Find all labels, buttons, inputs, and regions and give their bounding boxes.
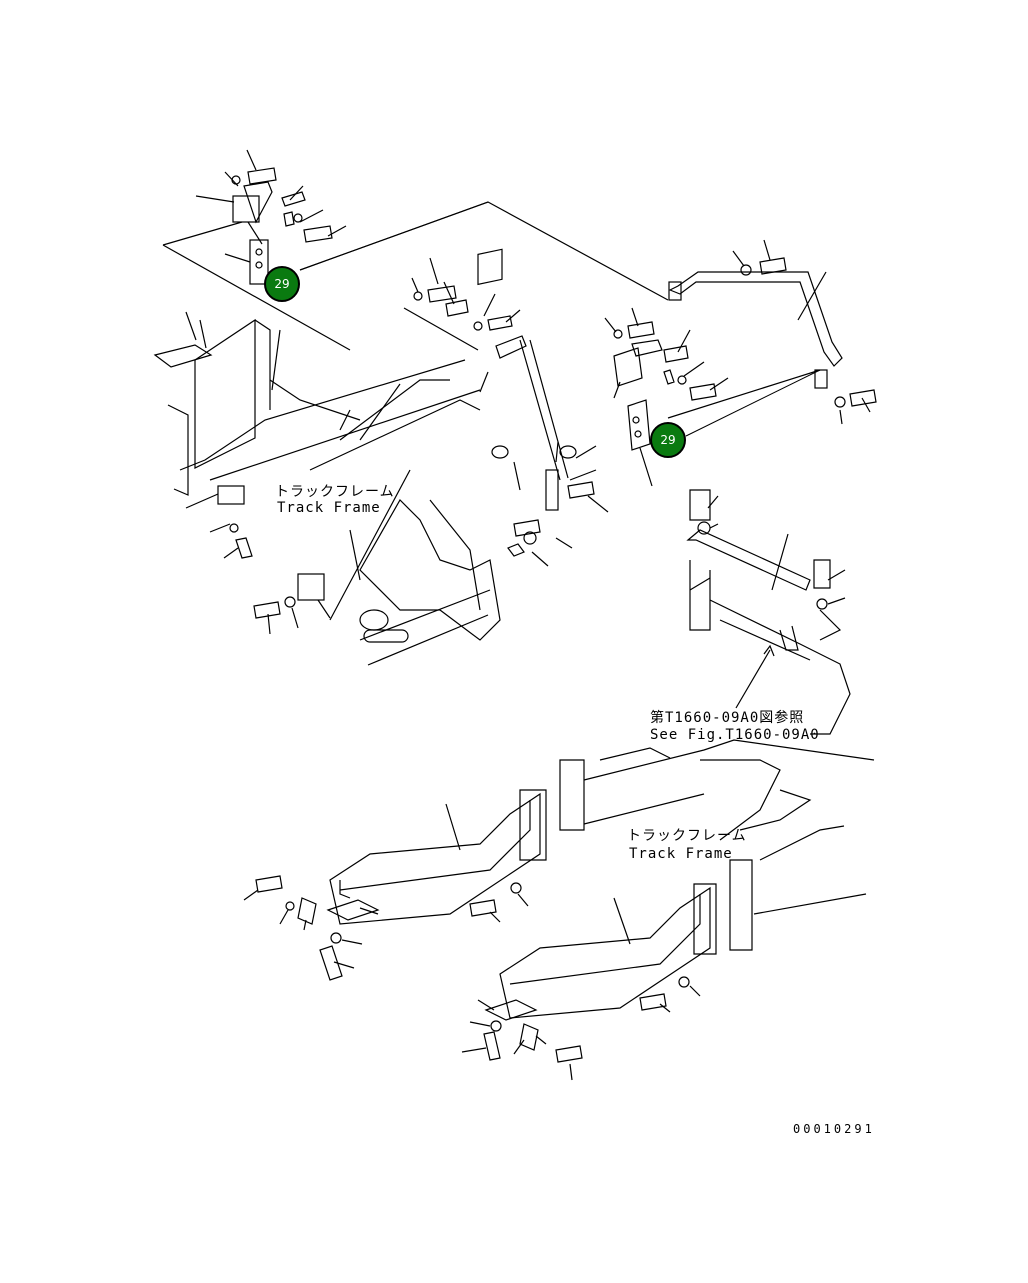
- cab-frame-structure: [153, 311, 481, 559]
- right-bracket-group: [604, 307, 729, 487]
- bracket-plate: [232, 195, 260, 223]
- bracket-hinge: [243, 181, 273, 224]
- see-fig-label-jp: 第T1660-09A0図参照: [650, 710, 805, 726]
- figure-number: 00010291: [793, 1122, 875, 1136]
- track-frame-label-en-lower: Track Frame: [629, 846, 733, 862]
- clip: [283, 211, 295, 227]
- upper-left-bracket-group: [195, 149, 347, 285]
- lower-right-track-frame: [461, 883, 867, 1081]
- track-frame-label-en-upper: Track Frame: [277, 500, 381, 516]
- track-frame-label-jp-upper: トラックフレーム: [275, 484, 395, 500]
- track-frame-upper: [253, 469, 501, 666]
- bolt: [303, 225, 333, 243]
- washer: [293, 213, 303, 223]
- track-frame-label-jp-lower: トラックフレーム: [627, 828, 747, 844]
- see-fig-label-en: See Fig.T1660-09A0: [650, 727, 820, 743]
- upper-crossmember: [686, 489, 851, 735]
- middle-bracket-group: [403, 248, 609, 567]
- pin: [281, 191, 306, 207]
- callout-29-right[interactable]: 29: [650, 422, 686, 458]
- handrail-bar: [668, 239, 877, 425]
- callout-29-left[interactable]: 29: [264, 266, 300, 302]
- lower-left-track-frame: [243, 739, 875, 981]
- bolt: [247, 167, 277, 185]
